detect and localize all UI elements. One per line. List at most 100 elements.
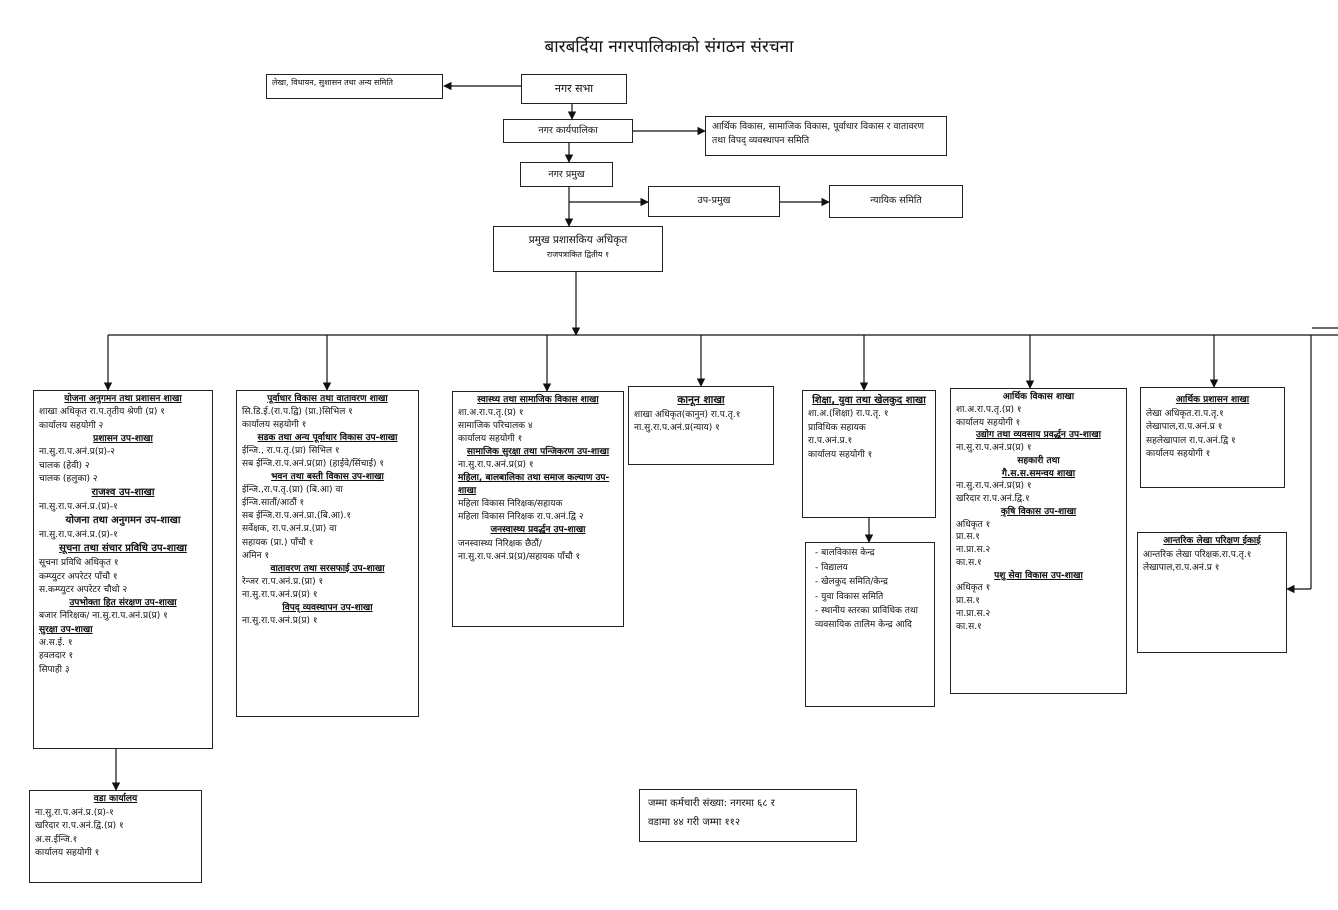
staff-line: ना.प्रा.स.२ (956, 609, 991, 620)
list-item: खेलकुद समिति/केन्द्र (815, 576, 929, 590)
staff-line: अ.स.ईन्जि.१ (35, 834, 78, 845)
subbranch-title: प्रशासन उप-शाखा (93, 433, 153, 444)
staff-line: कम्प्युटर अपरेटर पाँचौ १ (39, 571, 118, 582)
subbranch-title: वातावरण तथा सरसफाई उप-शाखा (270, 563, 385, 574)
staff-line: अधिकृत १ (956, 519, 991, 530)
staff-line: कार्यालय सहयोगी २ (39, 420, 104, 431)
health-branch-title: स्वास्थ्य तथा सामाजिक विकास शाखा (477, 395, 599, 405)
staff-line: रेन्जर रा.प.अनं.प्र.(प्रा) १ (242, 576, 324, 587)
staff-line: महिला विकास निरिक्षक रा.प.अनं.द्वि २ (458, 512, 584, 523)
development-committee-label: आर्थिक विकास, सामाजिक विकास, पूर्वाधार व… (712, 121, 924, 146)
staff-line: लेखापाल,रा.प.अनं.प्र १ (1143, 563, 1220, 573)
staff-line: अ.स.ई. १ (39, 638, 73, 649)
staff-line: ना.सु.रा.प.अनं.प्र(प्र)-२ (39, 447, 115, 458)
staff-line: ना.सु.रा.प.अनं.प्र.(प्र)-१ (39, 530, 118, 541)
staff-line: ना.प्रा.स.२ (956, 545, 991, 556)
committee-label: लेखा, विधायन, सुशासन तथा अन्य समिति (272, 78, 393, 87)
ward-office-title: वडा कार्यालय (93, 794, 138, 804)
staff-line: ना.सु.रा.प.अनं.प्र(प्र) १ (458, 460, 534, 471)
subbranch-title: सहकारी तथा (1017, 455, 1060, 466)
staff-line: ना.सु.रा.प.अनं.प्र(प्र) १ (242, 589, 318, 600)
infra-branch-title: पूर्वाधार विकास तथा वातावरण शाखा (267, 394, 388, 404)
staff-line: जनस्वास्थ्य निरिक्षक छैठौं/ (458, 538, 542, 549)
finance-branch-title: आर्थिक प्रशासन शाखा (1175, 395, 1250, 405)
subbranch-title: सूचना तथा संचार प्रविधि उप-शाखा (59, 543, 187, 555)
staff-line: प्राविधिक सहायक (808, 422, 866, 433)
staff-line: ईन्जि.सातौं/आठौं १ (242, 498, 305, 509)
staff-line: सामाजिक परिचालक ४ (458, 421, 533, 432)
education-branch-title: शिक्षा, युवा तथा खेलकुद शाखा (812, 395, 926, 406)
staff-line: शाखा अधिकृत(कानुन) रा.प.तृ.१ (634, 409, 741, 420)
staff-line: हवलदार १ (39, 651, 74, 662)
staff-line: चालक (हेवी) २ (39, 460, 90, 471)
staff-line: सब ईन्जि.रा.प.अनं.प्र(प्रा) (हाईवे/सिंचा… (242, 459, 385, 470)
staff-line: कार्यालय सहयोगी १ (956, 417, 1021, 428)
staff-line: ईन्जि.,रा.प.तृ.(प्रा) (बि.आ) वा (242, 485, 343, 496)
staff-line: सूचना प्रविधि अधिकृत १ (39, 558, 119, 569)
staff-line: रा.प.अनं.प्र.१ (808, 436, 853, 446)
up-pramukh-box: उप-प्रमुख (648, 186, 780, 217)
staff-line: सर्वेक्षक, रा.प.अनं.प्र.(प्रा) वा (242, 524, 337, 535)
pramukh-box: नगर प्रमुख (520, 162, 613, 187)
law-branch-box: कानून शाखा शाखा अधिकृत(कानुन) रा.प.तृ.१ … (628, 386, 774, 465)
development-committee-box: आर्थिक विकास, सामाजिक विकास, पूर्वाधार व… (705, 116, 947, 156)
list-item: विद्यालय (815, 562, 929, 576)
nagar-sabha-label: नगर सभा (554, 82, 594, 95)
cao-sub-label: राजपत्राकित द्वितीय १ (546, 249, 610, 259)
staff-line: लेखा अधिकृत.रा.प.तृ.१ (1146, 408, 1224, 419)
cao-box: प्रमुख प्रशासकिय अधिकृत राजपत्राकित द्वि… (493, 226, 663, 272)
page-title: बारबर्दिया नगरपालिकाको संगठन संरचना (544, 37, 794, 57)
subbranch-title: गै.स.स.समन्वय शाखा (1001, 468, 1076, 479)
infra-branch-box: पूर्वाधार विकास तथा वातावरण शाखा सि.डि.ई… (236, 390, 419, 717)
economic-branch-title: आर्थिक विकास शाखा (1002, 392, 1075, 402)
list-item: बालविकास केन्द्र (815, 547, 929, 561)
subbranch-title: सुरक्षा उप-शाखा (39, 624, 93, 635)
subbranch-title: महिला, बालबालिका तथा समाज कल्याण उप-शाखा (458, 473, 610, 497)
total-staff-box: जम्मा कर्मचारी संख्या: नगरमा ६८ र वडामा … (639, 789, 857, 842)
subbranch-title: राजश्व उप-शाखा (91, 487, 155, 499)
law-branch-title: कानून शाखा (677, 394, 725, 406)
economic-branch-box: आर्थिक विकास शाखा शा.अ.रा.प.तृ.(प्र) १ क… (950, 388, 1127, 694)
subbranch-title: उपभोक्ता हित संरक्षण उप-शाखा (69, 598, 177, 609)
subbranch-title: पशु सेवा विकास उप-शाखा (994, 570, 1083, 581)
staff-line: ना.सु.रा.प.अनं.प्र(प्र)/सहायक पाँचौ १ (458, 551, 581, 562)
staff-line: सि.डि.ई.(रा.प.द्वि) (प्रा.)सिभिल १ (242, 407, 353, 418)
subbranch-title: योजना तथा अनुगमन उप-शाखा (65, 515, 181, 527)
staff-line: शा.अ.रा.प.तृ.(प्र) १ (458, 408, 524, 419)
staff-line: आन्तरिक लेखा परिक्षक.रा.प.तृ.१ (1143, 549, 1252, 560)
list-item: स्थानीय स्तरका प्राविधिक तथा व्यवसायिक त… (815, 605, 929, 632)
staff-line: ना.सु.रा.प.अनं.प्र(न्याय) १ (634, 423, 720, 434)
staff-line: ना.सु.रा.प.अनं.प्र(प्र) १ (956, 443, 1032, 454)
staff-line: कार्यालय सहयोगी १ (242, 420, 307, 431)
karyapalika-label: नगर कार्यपालिका (538, 125, 598, 136)
karyapalika-box: नगर कार्यपालिका (503, 119, 633, 143)
cao-label: प्रमुख प्रशासकिय अधिकृत (528, 234, 628, 246)
committee-box: लेखा, विधायन, सुशासन तथा अन्य समिति (266, 74, 443, 99)
staff-line: ना.सु.रा.प.अनं.प्र.(प्र)-१ (35, 807, 114, 818)
staff-line: अमिन १ (242, 550, 270, 561)
pramukh-label: नगर प्रमुख (548, 169, 585, 180)
up-pramukh-label: उप-प्रमुख (697, 195, 731, 206)
staff-line: ना.सु.रा.प.अनं.प्र.(प्र)-१ (39, 501, 118, 512)
staff-line: कार्यालय सहयोगी १ (1146, 449, 1211, 459)
audit-unit-box: आन्तरिक लेखा परिक्षण ईकाई आन्तरिक लेखा प… (1137, 532, 1287, 653)
subbranch-title: विपद् व्यवस्थापन उप-शाखा (282, 602, 373, 613)
staff-line: स.कम्प्युटर अपरेटर चौथो २ (39, 584, 128, 595)
staff-line: चालक (हलुका) २ (39, 473, 98, 484)
planning-branch-box: योजना अनुगमन तथा प्रशासन शाखा शाखा अधिकृ… (33, 390, 213, 749)
staff-line: का.स.१ (956, 557, 982, 568)
staff-line: महिला विकास निरिक्षक/सहायक (458, 499, 563, 510)
ward-office-box: वडा कार्यालय ना.सु.रा.प.अनं.प्र.(प्र)-१ … (29, 790, 202, 883)
staff-line: शा.अ.(शिक्षा) रा.प.तृ. १ (808, 409, 889, 419)
nyayik-label: न्यायिक समिति (870, 195, 922, 206)
health-branch-box: स्वास्थ्य तथा सामाजिक विकास शाखा शा.अ.रा… (452, 391, 624, 627)
education-branch-box: शिक्षा, युवा तथा खेलकुद शाखा शा.अ.(शिक्ष… (802, 390, 936, 518)
subbranch-title: उद्योग तथा व्यवसाय प्रवर्द्धन उप-शाखा (976, 430, 1101, 441)
staff-line: शा.अ.रा.प.तृ.(प्र) १ (956, 404, 1022, 415)
audit-unit-title: आन्तरिक लेखा परिक्षण ईकाई (1163, 536, 1261, 546)
staff-line: सहलेखापाल रा.प.अनं.द्वि १ (1146, 435, 1236, 446)
staff-line: ना.सु.रा.प.अनं.प्र(प्र) १ (242, 615, 318, 626)
subbranch-title: सडक तथा अन्य पूर्वाधार विकास उप-शाखा (257, 433, 398, 444)
staff-line: कार्यालय सहयोगी १ (808, 449, 873, 460)
